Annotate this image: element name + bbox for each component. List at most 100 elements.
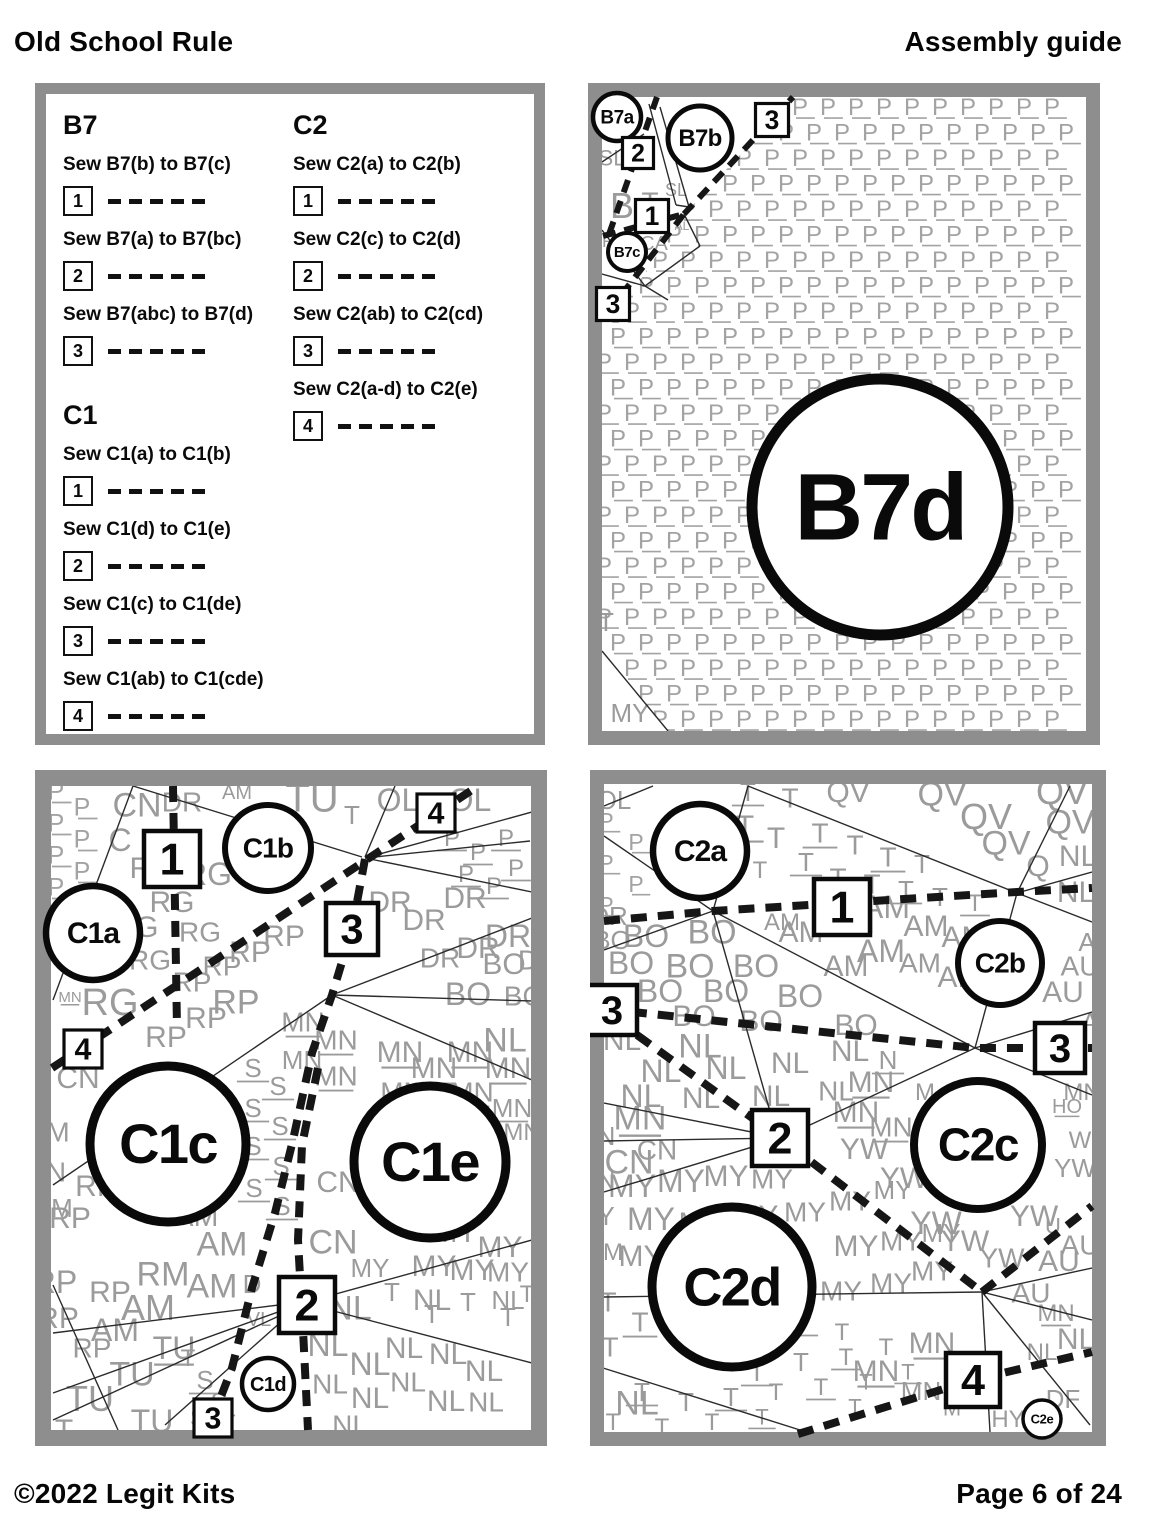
fabric-letter: P bbox=[1044, 349, 1060, 376]
fabric-letter: P bbox=[792, 196, 808, 223]
fabric-letter: NL bbox=[678, 1028, 721, 1066]
fabric-letter: AM bbox=[904, 910, 949, 943]
fabric-letter: P bbox=[778, 375, 794, 402]
fabric-letter: P bbox=[848, 94, 864, 121]
fabric-letter: P bbox=[974, 324, 990, 351]
fabric-letter: P bbox=[708, 502, 724, 529]
fabric-letter: NL bbox=[706, 1050, 747, 1086]
fabric-letter: P bbox=[1002, 375, 1018, 402]
fabric-letter: T bbox=[599, 1287, 616, 1318]
fabric-letter: QV bbox=[917, 776, 966, 814]
svg-text:3: 3 bbox=[340, 906, 363, 953]
fabric-letter: P bbox=[1016, 706, 1032, 733]
fabric-letter: P bbox=[862, 273, 878, 300]
fabric-letter: P bbox=[960, 349, 976, 376]
fabric-letter: P bbox=[1044, 553, 1060, 580]
fabric-letter: MN bbox=[614, 1100, 667, 1138]
fabric-letter: P bbox=[610, 579, 626, 606]
fabric-letter: AU bbox=[1061, 1230, 1100, 1261]
fabric-letter: P bbox=[666, 477, 682, 504]
step-number-box: 2 bbox=[293, 261, 323, 291]
fabric-letter: YW bbox=[979, 1243, 1025, 1274]
fabric-letter: NL bbox=[752, 1080, 790, 1113]
fabric-letter: P bbox=[862, 222, 878, 249]
fabric-letter: P bbox=[806, 222, 822, 249]
fabric-letter: P bbox=[750, 324, 766, 351]
step-text: Sew C2(c) to C2(d) bbox=[293, 229, 461, 250]
step-marker-row: 1 bbox=[293, 186, 534, 216]
fabric-letter: P bbox=[694, 528, 710, 555]
fabric-letter: P bbox=[680, 247, 696, 274]
fabric-letter: MN bbox=[869, 1112, 913, 1143]
step-marker-4: 4 bbox=[62, 1028, 104, 1070]
fabric-letter: BO bbox=[665, 948, 714, 986]
fabric-letter: P bbox=[736, 451, 752, 478]
fabric-letter: P bbox=[1002, 426, 1018, 453]
fabric-letter: P bbox=[722, 171, 738, 198]
fabric-letter: P bbox=[624, 349, 640, 376]
fabric-letter: P bbox=[624, 604, 640, 631]
fabric-letter: P bbox=[1058, 222, 1074, 249]
svg-text:4: 4 bbox=[75, 1033, 92, 1067]
fabric-letter: NL bbox=[1059, 840, 1097, 873]
fabric-letter: P bbox=[1002, 579, 1018, 606]
fabric-letter: P bbox=[750, 273, 766, 300]
fabric-letter: P bbox=[1030, 477, 1046, 504]
svg-text:C1d: C1d bbox=[250, 1374, 286, 1396]
fabric-letter: P bbox=[1030, 171, 1046, 198]
fabric-letter: P bbox=[1044, 298, 1060, 325]
seam-line bbox=[981, 1267, 1092, 1293]
fabric-letter: T bbox=[793, 1347, 809, 1377]
fabric-letter: P bbox=[904, 94, 920, 121]
seam-line bbox=[712, 910, 976, 1049]
piece-label-B7a: B7a bbox=[590, 90, 644, 144]
fabric-letter: P bbox=[848, 145, 864, 172]
fabric-letter: AU bbox=[1012, 1278, 1051, 1309]
fabric-letter: P bbox=[722, 324, 738, 351]
fabric-letter: T bbox=[723, 1382, 739, 1412]
step-marker-2: 2 bbox=[276, 1274, 338, 1336]
svg-text:1: 1 bbox=[645, 201, 660, 231]
fabric-letter: P bbox=[610, 528, 626, 555]
seam-line bbox=[781, 1047, 976, 1139]
fabric-letter: BO bbox=[608, 945, 654, 981]
piece-label-C2e: C2e bbox=[1021, 1398, 1063, 1440]
fabric-letter: P bbox=[848, 349, 864, 376]
fabric-letter: NL bbox=[413, 1284, 451, 1317]
step-number-box: 3 bbox=[63, 626, 93, 656]
fabric-letter: P bbox=[1044, 196, 1060, 223]
fabric-letter: RG bbox=[179, 917, 221, 948]
fabric-letter: AM bbox=[857, 933, 905, 969]
fabric-letter: P bbox=[918, 324, 934, 351]
fabric-letter: P bbox=[694, 324, 710, 351]
piece-label-C2d: C2d bbox=[647, 1202, 817, 1372]
fabric-letter: P bbox=[1016, 196, 1032, 223]
step-text: Sew C1(ab) to C1(cde) bbox=[63, 669, 264, 690]
fabric-letter: P bbox=[862, 171, 878, 198]
fabric-letter: AM bbox=[197, 1226, 248, 1264]
fabric-letter: BO bbox=[703, 973, 749, 1009]
svg-text:3: 3 bbox=[205, 1402, 222, 1436]
fabric-letter: T bbox=[181, 1345, 196, 1372]
fabric-letter: MY bbox=[911, 1256, 953, 1287]
fabric-letter: P bbox=[806, 273, 822, 300]
sew-dash-line bbox=[603, 884, 1093, 925]
fabric-letter: NL bbox=[312, 1369, 348, 1400]
fabric-letter: P bbox=[960, 94, 976, 121]
fabric-letter: P bbox=[750, 579, 766, 606]
fabric-letter: P bbox=[890, 681, 906, 708]
seam-line bbox=[981, 1291, 1092, 1321]
fabric-letter: P bbox=[610, 324, 626, 351]
fabric-letter: P bbox=[820, 145, 836, 172]
fabric-letter: P bbox=[778, 273, 794, 300]
fabric-letter: P bbox=[820, 706, 836, 733]
seam-dash-sample bbox=[108, 638, 205, 644]
fabric-letter: P bbox=[806, 120, 822, 147]
fabric-letter: P bbox=[666, 528, 682, 555]
fabric-letter: P bbox=[1016, 655, 1032, 682]
fabric-letter: P bbox=[806, 324, 822, 351]
fabric-letter: P bbox=[918, 273, 934, 300]
fabric-letter: P bbox=[820, 94, 836, 121]
fabric-letter: P bbox=[680, 298, 696, 325]
fabric-letter: T bbox=[811, 818, 828, 849]
